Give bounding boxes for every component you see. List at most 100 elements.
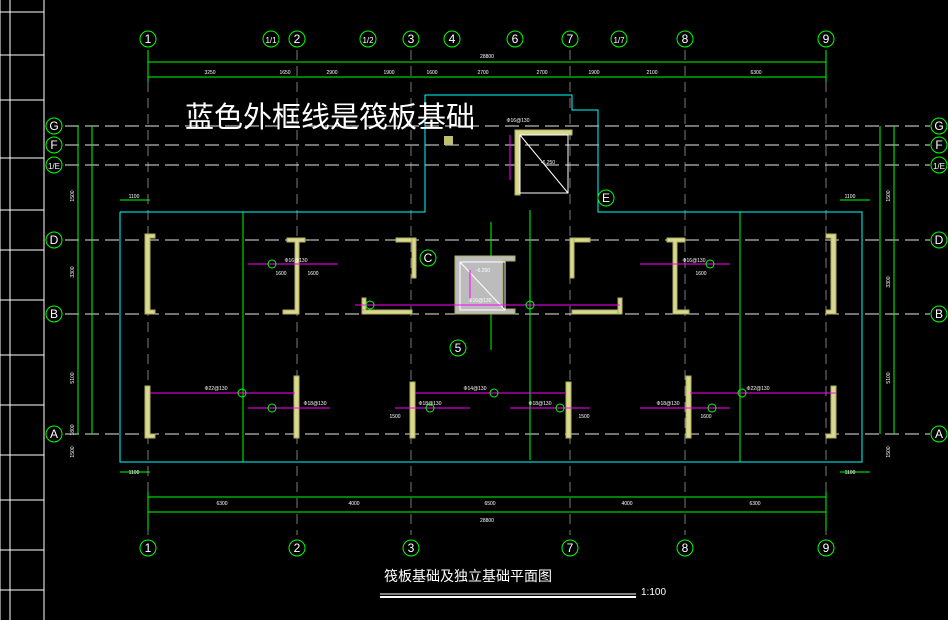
dim-left-3: 1800 xyxy=(70,424,76,435)
rebar-label-6: Φ18@130 xyxy=(419,401,442,407)
grid-axis-left-0-label: G xyxy=(49,119,58,133)
grid-axis-top-8-circle xyxy=(610,30,628,48)
rebar-label-3: Φ16@130 xyxy=(469,298,492,304)
grid-axis-left-3-circle xyxy=(45,231,63,249)
annotation-note: 蓝色外框线是筏板基础 xyxy=(185,100,476,134)
small-dim-6: 1600 xyxy=(700,414,711,420)
grid-axis-right-5-label: A xyxy=(935,427,943,441)
elevation-1: -6.250 xyxy=(476,268,490,274)
grid-axis-bottom-0-circle xyxy=(139,539,157,557)
grid-axis-right-2-label: 1/E xyxy=(933,162,945,171)
dim-top-7: 1900 xyxy=(588,70,599,76)
dim-right-3: 1500 xyxy=(886,446,892,457)
grid-axis-left-5-label: A xyxy=(50,427,58,441)
small-dim-7: 1100 xyxy=(129,470,140,476)
raft-foundation-outline xyxy=(119,94,863,463)
small-dim-0: 1100 xyxy=(129,194,140,200)
grid-axis-right-4-circle xyxy=(930,305,948,323)
dim-left-4: 1500 xyxy=(70,446,76,457)
grid-axis-top-10-circle xyxy=(817,30,835,48)
dim-bottom-3: 4000 xyxy=(621,501,632,507)
dimension-lines xyxy=(77,50,895,530)
grid-axis-top-7-label: 7 xyxy=(567,32,574,46)
title-underline xyxy=(380,593,636,598)
grid-axis-top-5-label: 4 xyxy=(449,32,456,46)
local-axis-markers: EC5 xyxy=(419,189,615,357)
grid-axis-left-1-circle xyxy=(45,136,63,154)
dim-top-4: 1600 xyxy=(426,70,437,76)
local-axis-0-label: E xyxy=(602,191,610,205)
local-axis-2-label: 5 xyxy=(455,341,462,355)
small-dim-9: 1100 xyxy=(845,470,856,476)
dim-left-0: 1500 xyxy=(70,190,76,201)
grid-axis-left-2-label: 1/E xyxy=(48,162,60,171)
grid-axis-left-5-circle xyxy=(45,425,63,443)
dim-top-6: 2700 xyxy=(536,70,547,76)
grid-axis-top-6-label: 6 xyxy=(512,32,519,46)
grid-axis-bottom-5-circle xyxy=(817,539,835,557)
rebar-label-8: Φ18@130 xyxy=(529,401,552,407)
small-dim-4: 1500 xyxy=(389,414,400,420)
drawing-title: 筏板基础及独立基础平面图 xyxy=(384,569,552,585)
dim-bottom-1: 4000 xyxy=(348,501,359,507)
grid-axis-top-0-label: 1 xyxy=(145,32,152,46)
grid-axis-bottom-1-label: 2 xyxy=(294,541,301,555)
dim-top-1: 1650 xyxy=(279,70,290,76)
grid-axis-right-2-circle xyxy=(930,156,948,174)
grid-axis-right-3-circle xyxy=(930,231,948,249)
grid-axis-right-1-circle xyxy=(930,136,948,154)
dim-bottom-0: 6300 xyxy=(216,501,227,507)
dim-top-2: 2900 xyxy=(326,70,337,76)
grid-axis-bottom-4-circle xyxy=(676,539,694,557)
grid-axis-top-4-circle xyxy=(402,30,420,48)
dim-top-total: 28800 xyxy=(480,54,494,60)
grid-axis-right-1-label: F xyxy=(935,138,942,152)
dim-left-1: 3300 xyxy=(70,266,76,277)
grid-axis-left-4-circle xyxy=(45,305,63,323)
grid-axis-top-9-label: 8 xyxy=(682,32,689,46)
local-axis-2-circle xyxy=(449,339,467,357)
rebar-label-9: Φ18@130 xyxy=(657,401,680,407)
dim-right-0: 1500 xyxy=(886,190,892,201)
dim-bottom-total: 28800 xyxy=(480,518,494,524)
grid-axis-bottom-0-label: 1 xyxy=(145,541,152,555)
grid-axis-left-4-label: B xyxy=(50,307,58,321)
rebar-label-10: Φ22@130 xyxy=(747,386,770,392)
small-dim-2: 1600 xyxy=(307,271,318,277)
rebar-label-7: Φ14@130 xyxy=(464,386,487,392)
grid-axis-right-4-label: B xyxy=(935,307,943,321)
grid-axis-top-8-label: 1/7 xyxy=(613,36,625,45)
rebar-label-1: Φ16@130 xyxy=(285,258,308,264)
dim-bottom-4: 6300 xyxy=(749,501,760,507)
grid-axis-left-1-label: F xyxy=(50,138,57,152)
grid-axis-bottom-2-label: 3 xyxy=(408,541,415,555)
small-dim-1: 1600 xyxy=(275,271,286,277)
grid-axis-top-0-circle xyxy=(139,30,157,48)
dim-bottom-2: 6500 xyxy=(484,501,495,507)
grid-axis-top-6-circle xyxy=(506,30,524,48)
small-dim-8: 1100 xyxy=(845,194,856,200)
grid-axis-bottom-4-label: 8 xyxy=(682,541,689,555)
grid-axis-top-1-label: 1/1 xyxy=(265,36,277,45)
grid-axis-left-3-label: D xyxy=(50,233,59,247)
title-block-strip xyxy=(0,0,45,620)
pit-details xyxy=(444,134,569,311)
grid-axis-bottom-3-label: 7 xyxy=(567,541,574,555)
grid-axis-top-3-circle xyxy=(359,30,377,48)
dim-right-1: 3300 xyxy=(886,276,892,287)
small-dim-5: 1500 xyxy=(578,414,589,420)
local-axis-1-circle xyxy=(419,249,437,267)
rebar-label-5: Φ18@130 xyxy=(304,401,327,407)
grid-axis-left-2-circle xyxy=(45,156,63,174)
grid-axis-top-3-label: 1/2 xyxy=(362,36,374,45)
grid-axis-top-9-circle xyxy=(676,30,694,48)
rebar-label-2: Φ16@130 xyxy=(683,258,706,264)
dashed-centerlines xyxy=(65,125,930,435)
grid-axis-right-0-label: G xyxy=(934,119,943,133)
grid-axis-bottom-3-circle xyxy=(561,539,579,557)
